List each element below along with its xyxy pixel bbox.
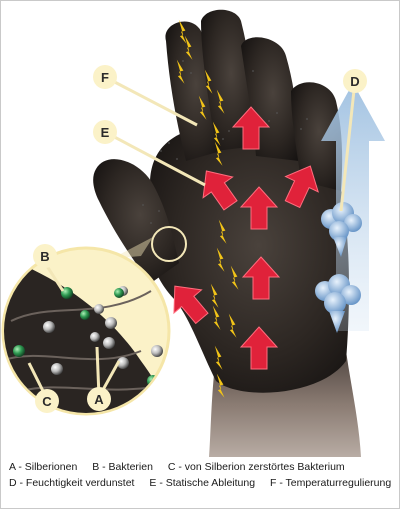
callout-f-label: F [101, 70, 109, 85]
legend: A - Silberionen B - Bakterien C - von Si… [9, 459, 397, 491]
callout-lines [27, 75, 357, 400]
legend-item-f: F - Temperaturregulierung [269, 477, 392, 489]
callout-e-label: E [101, 125, 110, 140]
legend-item-c: C - von Silberion zerstörtes Bakterium [167, 461, 345, 473]
legend-item-b: B - Bakterien [92, 461, 153, 473]
moisture-arrow-d [321, 83, 385, 331]
callout-a: A [87, 387, 111, 411]
legend-item-a: A - Silberionen [9, 461, 78, 473]
callout-b-label: B [40, 249, 49, 264]
magnified-view [1, 246, 171, 416]
legend-item-d: D - Feuchtigkeit verdunstet [9, 477, 135, 489]
callout-c-label: C [42, 394, 52, 409]
fiber-dots [142, 60, 308, 224]
silver-ion-icon [43, 286, 163, 375]
zoom-origin-circle [151, 226, 187, 262]
callout-d-label: D [350, 74, 359, 89]
callout-f: F [93, 65, 117, 89]
callout-c: C [35, 389, 59, 413]
legend-item-e: E - Statische Ableitung [149, 477, 256, 489]
callout-a-label: A [94, 392, 104, 407]
callout-b: B [33, 244, 57, 268]
vapor-cloud-icon [321, 202, 362, 257]
callout-d: D [343, 69, 367, 93]
legend-row-1: A - Silberionen B - Bakterien C - von Si… [9, 459, 397, 475]
legend-row-2: D - Feuchtigkeit verdunstet E - Statisch… [9, 475, 397, 491]
vapor-cloud-icon [315, 274, 361, 333]
callout-e: E [93, 120, 117, 144]
glove-illustration: F E D B C A [1, 9, 385, 457]
